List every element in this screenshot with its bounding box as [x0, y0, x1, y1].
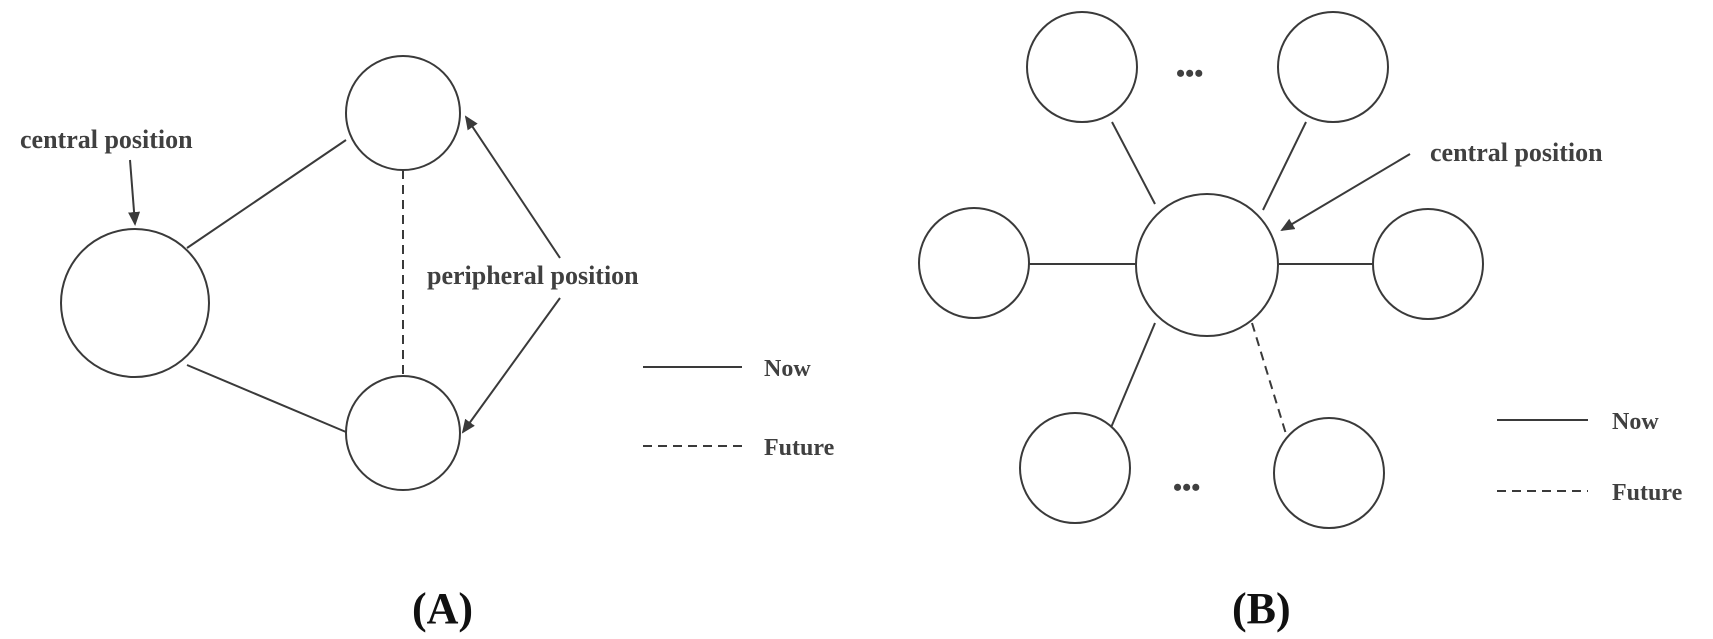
central-position-label: central position — [20, 125, 193, 154]
node-top-left — [1026, 11, 1138, 123]
peripheral-node-top — [345, 55, 461, 171]
node-bottom-left — [1019, 412, 1131, 524]
peripheral-position-label: peripheral position — [427, 261, 639, 290]
ellipsis-top: ••• — [1176, 59, 1203, 88]
legend-a-future-label: Future — [764, 435, 835, 461]
node-left — [918, 207, 1030, 319]
edge-central-to-top — [186, 139, 347, 249]
peripheral-arrow-top — [464, 115, 561, 259]
central-node — [60, 228, 210, 378]
node-bottom-right — [1273, 417, 1385, 529]
caption-b: (B) — [1232, 584, 1291, 633]
peripheral-node-bottom — [345, 375, 461, 491]
ellipsis-bottom: ••• — [1173, 473, 1200, 502]
legend-a-now-label: Now — [764, 356, 811, 382]
node-top-right — [1277, 11, 1389, 123]
panel-b: ••• ••• central position Now Future (B) — [918, 11, 1683, 633]
edge-center-to-bottom-left — [1109, 322, 1156, 431]
edge-center-to-top-right — [1262, 121, 1307, 211]
central-position-arrow-b — [1280, 153, 1411, 232]
central-position-arrow — [128, 159, 141, 226]
edge-central-to-bottom — [186, 364, 347, 433]
legend-b: Now Future — [1497, 409, 1683, 506]
edge-center-to-top-left — [1111, 121, 1156, 205]
node-right — [1372, 208, 1484, 320]
caption-a: (A) — [412, 584, 473, 633]
panel-a: central position peripheral position Now… — [20, 55, 835, 633]
legend-a: Now Future — [643, 356, 835, 461]
peripheral-arrow-bottom — [461, 297, 561, 434]
edge-center-to-bottom-right-future — [1251, 322, 1287, 435]
legend-b-now-label: Now — [1612, 409, 1659, 435]
central-position-label-b: central position — [1430, 138, 1603, 167]
legend-b-future-label: Future — [1612, 480, 1683, 506]
center-node — [1135, 193, 1279, 337]
